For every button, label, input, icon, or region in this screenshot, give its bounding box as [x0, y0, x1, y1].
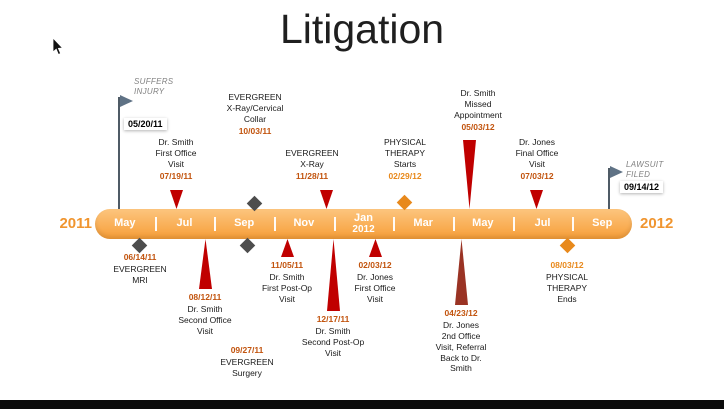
event-below: 08/03/12 PHYSICAL THERAPY Ends [531, 259, 603, 305]
event-date: 05/03/12 [461, 121, 495, 132]
timeline-month: Jul [155, 217, 215, 230]
event-title: Dr. Smith Second Post-Op Visit [301, 325, 365, 358]
event-below: 12/17/11 Dr. Smith Second Post-Op Visit [294, 313, 372, 359]
timeline-month: Sep [214, 217, 274, 230]
event-date: 11/28/11 [295, 170, 329, 181]
event-above: PHYSICAL THERAPY Starts 02/29/12 [370, 137, 440, 183]
timeline-month: May [95, 217, 155, 230]
event-title: PHYSICAL THERAPY Ends [545, 271, 589, 304]
event-arrow-icon [463, 140, 476, 209]
event-below: 09/27/11 EVERGREEN Surgery [212, 344, 282, 379]
month-label: Jul [534, 217, 551, 230]
month-label: Jul [176, 217, 193, 230]
timeline-month: Jul [513, 217, 573, 230]
timeline-month: Mar [393, 217, 453, 230]
year-start: 2011 [59, 215, 92, 232]
event-date: 09/27/11 [230, 345, 264, 355]
event-arrow-icon [455, 239, 468, 305]
event-diamond-icon [559, 237, 576, 254]
month-label: Sep [234, 217, 255, 230]
page-title: Litigation [279, 6, 445, 52]
event-diamond-icon [239, 237, 256, 254]
event-title: Dr. Smith Second Office Visit [178, 303, 232, 336]
month-label: Mar [413, 217, 433, 230]
event-arrow-icon [199, 239, 212, 289]
event-title: PHYSICAL THERAPY Starts [383, 137, 427, 169]
event-below: 06/14/11 EVERGREEN MRI [105, 251, 175, 286]
flag-icon [120, 95, 133, 107]
event-below: 04/23/12 Dr. Jones 2nd Office Visit, Ref… [419, 307, 503, 374]
event-diamond-icon [396, 194, 413, 211]
event-below: 11/05/11 Dr. Smith First Post-Op Visit [249, 259, 325, 305]
month-label: May [472, 217, 494, 230]
flag-end-label: LAWSUIT FILED [626, 160, 664, 179]
flag-icon [610, 166, 623, 178]
event-date: 07/03/12 [520, 170, 554, 181]
event-above: Dr. Jones Final Office Visit 07/03/12 [500, 137, 574, 183]
event-arrow-icon [369, 239, 382, 257]
mouse-cursor-icon [52, 38, 64, 56]
event-title: Dr. Jones Final Office Visit [515, 137, 559, 169]
event-date: 08/12/11 [188, 292, 222, 302]
event-date: 04/23/12 [444, 308, 478, 318]
month-year-label: 2012 [352, 223, 375, 235]
flag-end-date: 09/14/12 [620, 181, 664, 193]
event-title: EVERGREEN X-Ray/Cervical Collar [226, 92, 284, 124]
event-title: EVERGREEN Surgery [220, 356, 274, 378]
year-end: 2012 [640, 215, 674, 232]
timeline-month: May [453, 217, 513, 230]
timeline-month: Sep [572, 217, 632, 230]
event-title: Dr. Smith First Post-Op Visit [261, 271, 313, 304]
event-title: EVERGREEN MRI [113, 263, 167, 285]
event-above: Dr. Smith First Office Visit 07/19/11 [141, 137, 211, 183]
month-label: Sep [592, 217, 613, 230]
flag-start-date: 05/20/11 [124, 118, 167, 130]
flag-pole [118, 97, 120, 209]
event-title: Dr. Smith Missed Appointment [454, 88, 502, 120]
event-below: 08/12/11 Dr. Smith Second Office Visit [168, 291, 242, 337]
event-date: 02/03/12 [358, 260, 392, 270]
event-arrow-icon [281, 239, 294, 257]
event-below: 02/03/12 Dr. Jones First Office Visit [340, 259, 410, 305]
event-arrow-icon [170, 190, 183, 209]
event-arrow-icon [327, 239, 340, 311]
flag-start-label: SUFFERS INJURY [134, 77, 174, 96]
month-label: Jan [354, 211, 373, 224]
event-date: 08/03/12 [550, 260, 584, 270]
event-date: 10/03/11 [238, 125, 272, 136]
flag-pole [608, 168, 610, 209]
event-date: 06/14/11 [123, 252, 157, 262]
event-title: Dr. Smith First Office Visit [155, 137, 197, 169]
event-arrow-icon [320, 190, 333, 209]
timeline-month: Nov [274, 217, 334, 230]
event-above: Dr. Smith Missed Appointment 05/03/12 [436, 88, 520, 134]
event-date: 02/29/12 [388, 170, 422, 181]
event-above: EVERGREEN X-Ray 11/28/11 [277, 148, 347, 183]
event-title: Dr. Jones First Office Visit [354, 271, 396, 304]
bottom-bar [0, 400, 724, 409]
event-arrow-icon [530, 190, 543, 209]
event-date: 07/19/11 [159, 170, 193, 181]
month-label: May [114, 217, 136, 230]
event-title: EVERGREEN X-Ray [285, 148, 339, 169]
month-label: Nov [293, 217, 315, 230]
event-above: EVERGREEN X-Ray/Cervical Collar 10/03/11 [213, 92, 297, 138]
event-title: Dr. Jones 2nd Office Visit, Referral Bac… [435, 319, 487, 374]
event-date: 11/05/11 [270, 260, 304, 270]
event-date: 12/17/11 [316, 314, 350, 324]
